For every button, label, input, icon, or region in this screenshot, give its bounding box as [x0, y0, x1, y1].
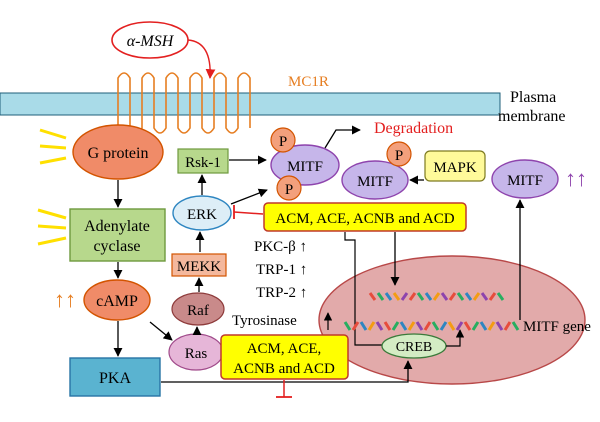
adenylate-cyclase-node: [69, 208, 166, 262]
rsk1-label: Rsk-1: [185, 155, 221, 171]
adenylate-cyclase-label-1: Adenylate: [84, 218, 150, 235]
mitf-mid-node: [341, 160, 409, 200]
light-rays-bottom: [37, 208, 67, 246]
light-rays-top: [39, 128, 67, 165]
camp-label: cAMP: [96, 293, 138, 310]
trp2-label: TRP-2 ↑: [256, 285, 307, 301]
plasma-membrane-label-1: Plasma: [510, 89, 556, 106]
dna-strand-lower: [343, 321, 520, 331]
p-erk-node: [276, 175, 302, 201]
compounds-bottom-label-1: ACM, ACE,: [247, 341, 322, 357]
pka-label: PKA: [99, 370, 131, 387]
mitf-right-node: [491, 159, 559, 199]
arrow-camp-ras: [149, 321, 173, 341]
p-top-label: P: [279, 134, 287, 150]
p-erk-label: P: [285, 182, 293, 198]
alpha-msh-label: α-MSH: [127, 33, 175, 50]
degradation-label: Degradation: [374, 120, 453, 137]
plasma-membrane-label-2: membrane: [498, 108, 566, 125]
arrow-pka-creb: [161, 360, 413, 383]
compounds-top-box: [263, 202, 467, 232]
line-compounds-creb: [344, 232, 382, 346]
trp1-label: TRP-1 ↑: [256, 262, 307, 278]
mitf-top-node: [270, 144, 340, 186]
creb-label: CREB: [396, 340, 433, 355]
ras-label: Ras: [185, 346, 208, 362]
compounds-top-label: ACM, ACE, ACNB and ACD: [275, 211, 454, 227]
raf-label: Raf: [187, 303, 209, 319]
arrow-erk-p: [230, 188, 268, 205]
pka-node: [69, 357, 161, 397]
p-mid-label: P: [395, 148, 403, 164]
g-protein-node: [72, 124, 164, 180]
compounds-bottom-label-2: ACNB and ACD: [233, 361, 335, 377]
dna-strand-upper: [368, 292, 505, 301]
alpha-msh-arrow: [187, 39, 216, 79]
pkc-label: PKC-β ↑: [254, 239, 307, 255]
rsk1-node: [177, 148, 229, 174]
adenylate-cyclase-label-2: cyclase: [93, 238, 140, 255]
arrow-creb-gene: [446, 329, 465, 347]
mapk-node: [424, 150, 486, 182]
mitf-right-label: MITF: [507, 173, 543, 189]
mitf-mid-label: MITF: [357, 174, 393, 190]
compounds-bottom-box: [220, 334, 349, 380]
raf-node: [171, 292, 225, 326]
camp-node: [83, 279, 151, 321]
mekk-node: [171, 253, 227, 277]
mapk-label: MAPK: [433, 160, 477, 176]
g-protein-label: G protein: [88, 145, 149, 162]
mekk-label: MEKK: [177, 259, 221, 275]
mitf-top-label: MITF: [287, 159, 323, 175]
mc1r-label: MC1R: [288, 74, 329, 90]
inhibit-compounds-erk: [233, 211, 264, 215]
mitf-gene-label: MITF gene: [523, 319, 591, 335]
erk-node: [172, 195, 232, 231]
tyrosinase-label: Tyrosinase: [232, 313, 297, 329]
arrow-mitf-degradation: [324, 125, 361, 149]
p-mid-node: [386, 141, 412, 167]
erk-label: ERK: [187, 207, 217, 223]
mitf-right-up-arrows: ↑↑: [565, 166, 587, 191]
p-top-node: [270, 127, 296, 153]
camp-up-arrows: ↑↑: [54, 287, 76, 312]
